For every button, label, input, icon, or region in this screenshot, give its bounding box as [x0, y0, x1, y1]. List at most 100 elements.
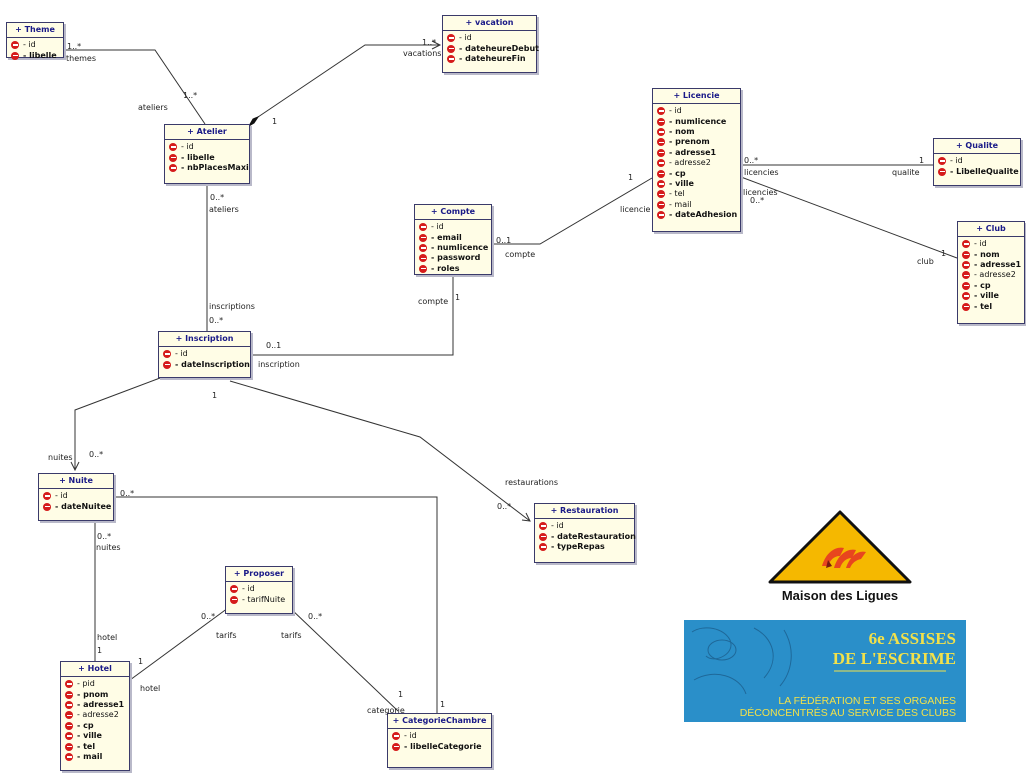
- class-attribute: - adresse2: [65, 710, 125, 720]
- attribute-name: - pid: [77, 679, 95, 689]
- attribute-name: - dateAdhesion: [669, 210, 738, 220]
- private-visibility-icon: [657, 127, 665, 136]
- private-visibility-icon: [657, 211, 665, 220]
- class-attribute: - id: [230, 584, 288, 594]
- class-title: + Theme: [7, 23, 63, 38]
- attribute-name: - password: [431, 253, 481, 263]
- class-attribute: - ville: [65, 731, 125, 741]
- attribute-name: - roles: [431, 263, 460, 273]
- private-visibility-icon: [938, 167, 946, 176]
- class-attribute: - id: [11, 40, 59, 50]
- class-attribute: - nom: [962, 249, 1020, 259]
- label-multiplicity: 0..*: [210, 193, 225, 202]
- class-attribute: - id: [163, 349, 246, 359]
- assoc-vacation-atelier: [257, 44, 440, 118]
- class-attribute: - id: [539, 521, 630, 531]
- label-multiplicity: 1..*: [183, 91, 198, 100]
- class-attribute: - dateheureDebut: [447, 43, 539, 53]
- private-visibility-icon: [419, 233, 427, 242]
- private-visibility-icon: [657, 190, 665, 199]
- label-multiplicity: 1..*: [422, 38, 437, 47]
- label-multiplicity: 0..*: [308, 612, 323, 621]
- label-role: hotel: [140, 684, 161, 693]
- class-nuite[interactable]: + Nuite - id- dateNuitee: [38, 473, 114, 521]
- attribute-name: - ville: [669, 178, 694, 188]
- label-multiplicity: 0..1: [266, 341, 282, 350]
- label-role: compte: [418, 297, 449, 306]
- private-visibility-icon: [657, 179, 665, 188]
- attribute-name: - adresse2: [974, 270, 1016, 280]
- class-restauration[interactable]: + Restauration - id- dateRestauration- t…: [534, 503, 636, 563]
- class-attribute: - typeRepas: [539, 542, 630, 552]
- label-role: licencies: [744, 168, 779, 177]
- maison-des-ligues-logo: Maison des Ligues: [760, 508, 920, 608]
- class-attribute: - id: [169, 142, 245, 152]
- attribute-name: - id: [175, 349, 188, 359]
- private-visibility-icon: [962, 240, 970, 249]
- label-multiplicity: 1: [272, 117, 278, 126]
- private-visibility-icon: [65, 700, 73, 709]
- attribute-name: - ville: [974, 291, 999, 301]
- private-visibility-icon: [230, 585, 238, 594]
- attribute-name: - nbPlacesMaxi: [181, 162, 249, 172]
- private-visibility-icon: [163, 360, 171, 369]
- class-attribute: - id: [392, 731, 487, 741]
- class-title: + Proposer: [226, 567, 292, 582]
- class-compte[interactable]: + Compte - id- email- numlicence- passwo…: [414, 204, 492, 275]
- class-attribute: - id: [962, 239, 1020, 249]
- private-visibility-icon: [65, 752, 73, 761]
- class-licencie[interactable]: + Licencie - id- numlicence- nom- prenom…: [652, 88, 741, 232]
- class-proposer[interactable]: + Proposer - id- tarifNuite: [225, 566, 293, 614]
- label-role: club: [917, 257, 934, 266]
- label-role: nuites: [48, 453, 73, 462]
- class-theme[interactable]: + Theme - id- libelle: [6, 22, 64, 60]
- private-visibility-icon: [65, 711, 73, 720]
- class-qualite[interactable]: + Qualite - id- LibelleQualite: [933, 138, 1021, 186]
- class-categorie-chambre[interactable]: + CategorieChambre - id- libelleCategori…: [387, 713, 492, 768]
- attribute-name: - typeRepas: [551, 541, 605, 551]
- attribute-name: - libelleCategorie: [404, 741, 482, 751]
- label-multiplicity: 0..*: [209, 316, 224, 325]
- private-visibility-icon: [962, 260, 970, 269]
- class-attribute: - adresse1: [962, 260, 1021, 270]
- attribute-name: - id: [55, 491, 68, 501]
- label-multiplicity: 1: [97, 646, 103, 655]
- label-role: ateliers: [138, 103, 168, 112]
- class-attribute: - tarifNuite: [230, 594, 288, 604]
- class-attribute: - nbPlacesMaxi: [169, 163, 249, 173]
- class-inscription[interactable]: + Inscription - id- dateInscription: [158, 331, 251, 378]
- class-atelier[interactable]: + Atelier - id- libelle- nbPlacesMaxi: [164, 124, 250, 184]
- private-visibility-icon: [657, 138, 665, 147]
- private-visibility-icon: [65, 732, 73, 741]
- attribute-name: - email: [431, 232, 462, 242]
- class-title: + Licencie: [653, 89, 740, 104]
- private-visibility-icon: [447, 54, 455, 63]
- assises-escrime-banner: 6e ASSISES DE L'ESCRIME LA FÉDÉRATION ET…: [684, 620, 966, 722]
- class-attribute: - password: [419, 253, 487, 263]
- class-vacation[interactable]: + vacation - id- dateheureDebut- dateheu…: [442, 15, 539, 73]
- assoc-hotel-proposer: [129, 607, 229, 681]
- class-title: + Compte: [415, 205, 491, 220]
- assoc-theme-atelier: [66, 49, 206, 125]
- label-role: hotel: [97, 633, 118, 642]
- class-title: + Hotel: [61, 662, 129, 677]
- class-attribute: - dateRestauration: [539, 531, 636, 541]
- assoc-compte-licencie: [492, 177, 653, 245]
- banner-line-2: DE L'ESCRIME: [833, 649, 956, 668]
- private-visibility-icon: [419, 223, 427, 232]
- class-hotel[interactable]: + Hotel - pid- pnom- adresse1- adresse2-…: [60, 661, 130, 771]
- class-attribute: - dateNuitee: [43, 501, 111, 511]
- attribute-name: - id: [431, 222, 444, 232]
- class-attribute: - id: [43, 491, 109, 501]
- private-visibility-icon: [657, 200, 665, 209]
- arrowhead-nuite: [70, 461, 80, 472]
- private-visibility-icon: [447, 44, 455, 53]
- class-club[interactable]: + Club - id- nom- adresse1- adresse2- cp…: [957, 221, 1025, 324]
- label-role: restaurations: [505, 478, 558, 487]
- label-role: tarifs: [281, 631, 302, 640]
- label-multiplicity: 0..*: [97, 532, 112, 541]
- attribute-name: - adresse2: [77, 710, 119, 720]
- class-attribute: - libelleCategorie: [392, 741, 487, 751]
- attribute-name: - tarifNuite: [242, 594, 286, 604]
- label-role: inscriptions: [209, 302, 255, 311]
